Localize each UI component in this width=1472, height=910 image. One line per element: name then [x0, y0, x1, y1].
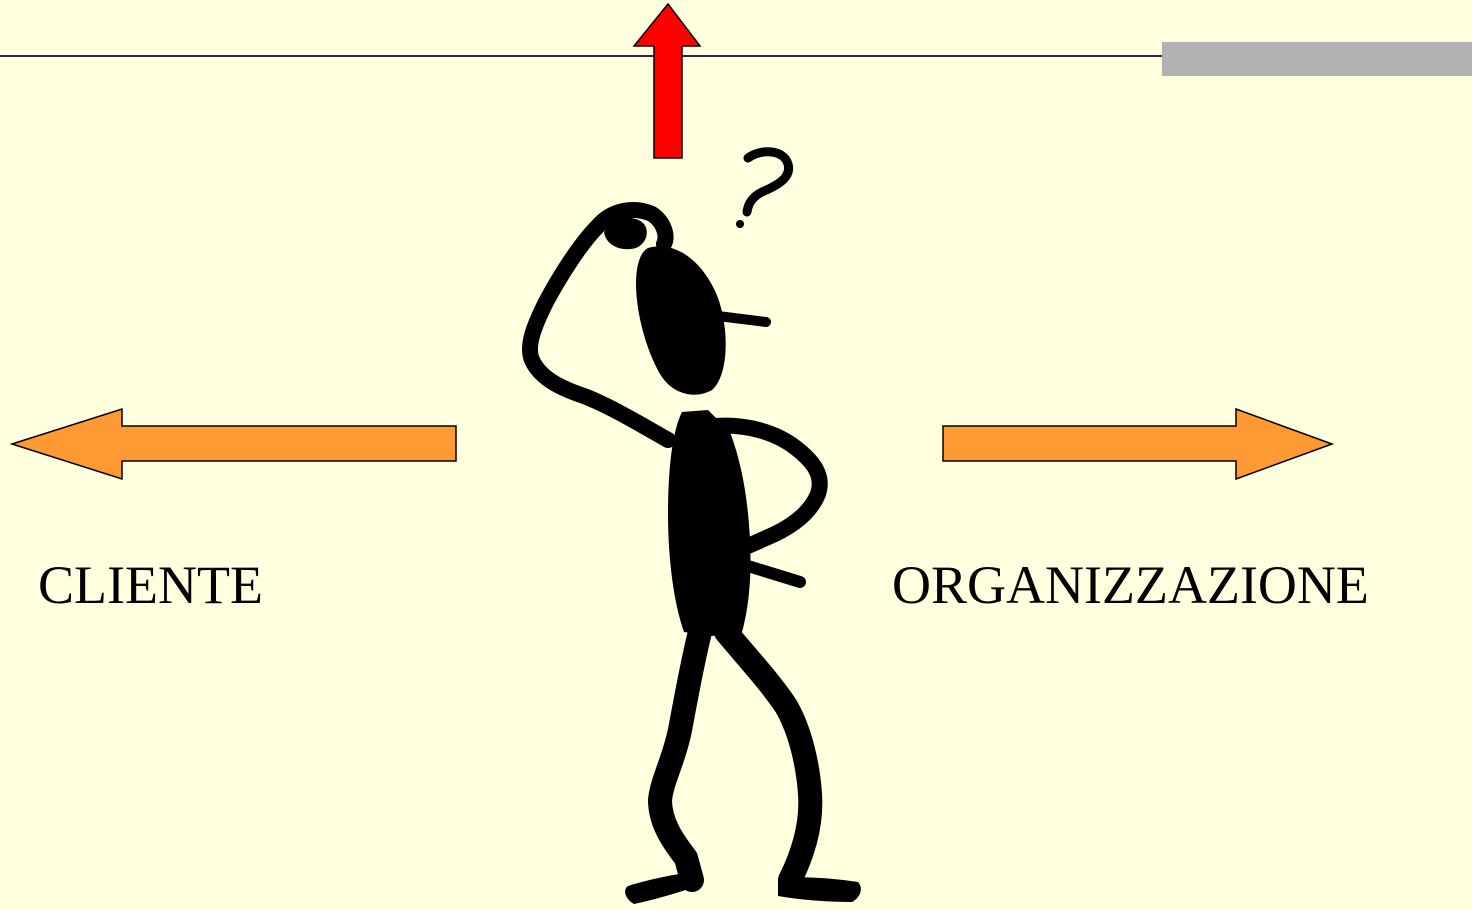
thinking-stick-figure	[530, 210, 861, 904]
organizzazione-label: ORGANIZZAZIONE	[892, 558, 1369, 612]
arrow-up-icon	[634, 4, 700, 158]
accent-bar	[1162, 42, 1472, 76]
question-mark-icon	[736, 152, 789, 228]
arrow-right-icon	[943, 409, 1332, 479]
cliente-label: CLIENTE	[38, 558, 263, 612]
arrow-left-icon	[12, 409, 456, 479]
